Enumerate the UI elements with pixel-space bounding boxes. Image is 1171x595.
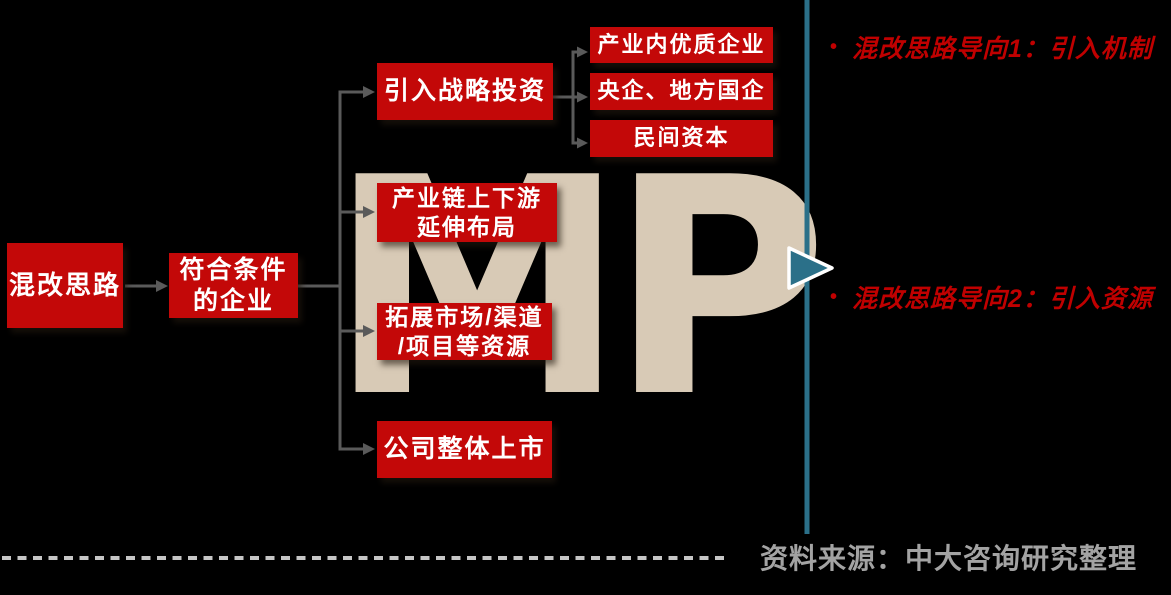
annotation-orientation-2: • 混改思路导向2：引入资源 bbox=[830, 279, 1153, 315]
node-private-capital: 民间资本 bbox=[590, 120, 773, 157]
node-qualified: 符合条件 的企业 bbox=[169, 253, 298, 318]
pointer-triangle-icon bbox=[787, 246, 834, 290]
node-chain-line2: 延伸布局 bbox=[417, 213, 517, 240]
node-root-label: 混改思路 bbox=[8, 269, 121, 300]
node-qualified-line2: 的企业 bbox=[192, 286, 274, 315]
arrowhead-market bbox=[363, 325, 375, 337]
bullet-icon: • bbox=[830, 36, 839, 58]
node-chain-line1: 产业链上下游 bbox=[392, 185, 542, 212]
node-chain: 产业链上下游 延伸布局 bbox=[377, 183, 557, 242]
connector-lines bbox=[125, 46, 588, 455]
node-listing-label: 公司整体上市 bbox=[383, 435, 546, 464]
node-market-line2: /项目等资源 bbox=[397, 332, 532, 359]
node-qualified-line1: 符合条件 bbox=[179, 256, 288, 284]
arrowhead-listing bbox=[363, 443, 375, 455]
node-listing: 公司整体上市 bbox=[377, 421, 552, 478]
node-strategic-label: 引入战略投资 bbox=[383, 77, 546, 106]
node-quality-firms-label: 产业内优质企业 bbox=[597, 31, 766, 57]
source-note: 资料来源：中大咨询研究整理 bbox=[760, 543, 1138, 574]
watermark-text: MP bbox=[328, 114, 819, 463]
node-strategic: 引入战略投资 bbox=[377, 63, 553, 120]
arrowhead-private-capital bbox=[577, 137, 588, 149]
node-soe-label: 央企、地方国企 bbox=[597, 78, 766, 104]
node-private-capital-label: 民间资本 bbox=[633, 125, 730, 151]
bullet-icon: • bbox=[830, 286, 839, 308]
annotation-2-text: 混改思路导向2：引入资源 bbox=[852, 285, 1153, 313]
annotation-1-text: 混改思路导向1：引入机制 bbox=[852, 35, 1153, 63]
arrowhead-strategic bbox=[363, 86, 375, 98]
arrowhead-soe bbox=[577, 91, 588, 103]
node-root: 混改思路 bbox=[7, 243, 123, 328]
node-soe: 央企、地方国企 bbox=[590, 73, 773, 110]
node-market: 拓展市场/渠道 /项目等资源 bbox=[377, 303, 552, 360]
node-quality-firms: 产业内优质企业 bbox=[590, 27, 773, 63]
arrowhead-chain bbox=[363, 206, 375, 218]
arrowhead-quality-firms bbox=[577, 46, 588, 58]
arrowhead-qualified bbox=[156, 280, 168, 292]
node-market-line1: 拓展市场/渠道 bbox=[385, 304, 544, 331]
annotation-orientation-1: • 混改思路导向1：引入机制 bbox=[830, 29, 1153, 65]
